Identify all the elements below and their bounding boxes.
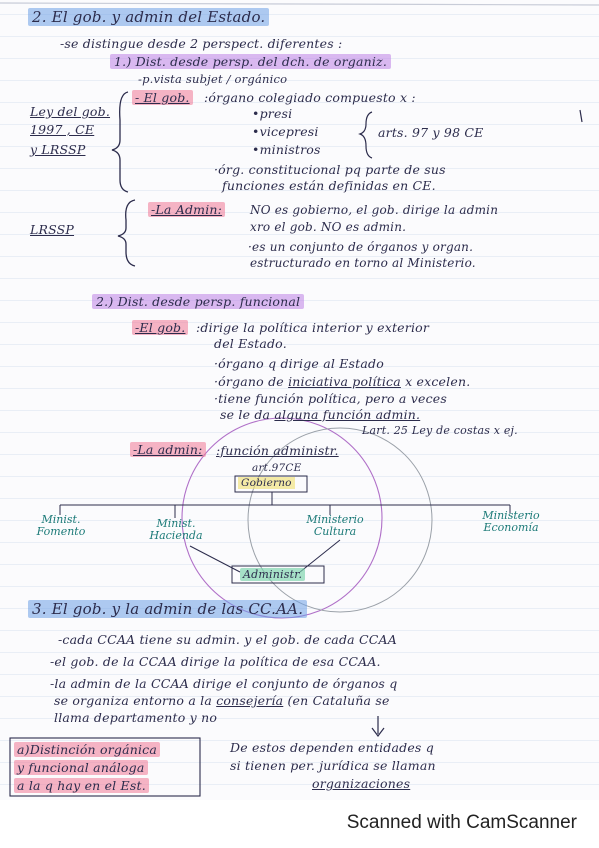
gob2-line-5: ·tiene función política, pero a veces (214, 391, 448, 406)
admin-def-line-3: ·es un conjunto de órganos y organ. (248, 240, 474, 254)
admin2-label: -La admin: (130, 442, 206, 457)
gob-definition: :órgano colegiado compuesto x : (204, 90, 416, 105)
admin-def-line-4: estructurado en torno al Ministerio. (250, 256, 476, 270)
diagram-ministerio-economia: Ministerio Economía (482, 509, 540, 534)
gob2-line-1: :dirige la política interior y exterior (196, 320, 430, 335)
section-3-title: 3. El gob. y la admin de las CC.AA. (28, 600, 308, 618)
diagram-ministerio-fomento: Minist. Fomento (36, 513, 86, 538)
gob2-line-3: ·órgano q dirige al Estado (214, 356, 384, 371)
gob2-line-2: del Estado. (214, 336, 287, 351)
diagram-art: art.97CE (252, 462, 302, 474)
box-line-1: a)Distinción orgánica (14, 742, 161, 757)
gob-const-line-1: ·órg. constitucional pq parte de sus (214, 162, 446, 177)
diagram-ministerio-cultura: Ministerio Cultura (306, 513, 364, 538)
section-3-line-4: se organiza entorno a la consejería (en … (54, 693, 390, 708)
gob2-line-4: ·órgano de iniciativa política x excelen… (214, 374, 471, 389)
gob-item-ministros: •ministros (252, 142, 321, 157)
right-note-line-3: organizaciones (312, 776, 411, 791)
admin-def-line-1: NO es gobierno, el gob. dirige la admin (250, 203, 499, 217)
section-2-title: 2. El gob. y admin del Estado. (28, 8, 270, 26)
diagram-administracion: Administr. (240, 568, 306, 581)
perspective-1-title: 1.) Dist. desde persp. del dch. de organ… (110, 54, 392, 69)
gob-arts: arts. 97 y 98 CE (378, 125, 484, 140)
brace-arts (358, 111, 373, 159)
box-line-2: y funcional análoga (14, 760, 148, 775)
notebook-page: 2. El gob. y admin del Estado. -se disti… (0, 0, 599, 800)
gob-const-line-2: funciones están definidas en CE. (222, 178, 436, 193)
admin-def-line-2: xro el gob. NO es admin. (250, 220, 407, 234)
side-law-3: y LRSSP (30, 142, 86, 157)
scanner-label: Scanned with CamScanner (346, 812, 577, 833)
gob-label: - El gob. (132, 90, 193, 105)
circle-admin (181, 417, 383, 619)
section-3-line-1: -cada CCAA tiene su admin. y el gob. de … (58, 632, 397, 647)
circle-gob (247, 427, 433, 613)
perspective-1-subtitle: -p.vista subjet / orgánico (138, 72, 288, 86)
section-3-line-5: llama departamento y no (54, 710, 218, 725)
gob-item-vicepresi: •vicepresi (252, 124, 319, 139)
section-3-line-3: -la admin de la CCAA dirige el conjunto … (50, 676, 398, 691)
section-2-intro: -se distingue desde 2 perspect. diferent… (60, 36, 343, 51)
brace-admin (117, 199, 136, 267)
side-law-1: Ley del gob. (30, 104, 111, 119)
gob2-line-7: Lart. 25 Ley de costas x ej. (362, 424, 518, 437)
side-lrssp: LRSSP (30, 222, 75, 237)
gob2-line-6: se le da alguna función admin. (220, 407, 421, 422)
diagram-ministerio-hacienda: Minist. Hacienda (149, 517, 203, 542)
admin-label: -La Admin: (148, 202, 226, 217)
section-3-line-2: -el gob. de la CCAA dirige la política d… (50, 654, 381, 669)
side-law-2: 1997 , CE (30, 122, 95, 137)
right-note-line-2: si tienen per. jurídica se llaman (230, 758, 436, 773)
scanner-footer: Scanned with CamScanner (0, 800, 599, 848)
gob-item-presi: •presi (252, 106, 293, 121)
box-line-3: a la q hay en el Est. (14, 778, 149, 793)
right-note-line-1: De estos dependen entidades q (230, 740, 434, 755)
perspective-2-title: 2.) Dist. desde persp. funcional (92, 294, 305, 309)
diagram-gobierno: Gobierno (238, 477, 295, 489)
brace-gob (111, 91, 129, 193)
gob2-label: -El gob. (132, 320, 189, 335)
diagram-lines (0, 2, 599, 797)
admin2-definition: :función administr. (216, 443, 339, 458)
